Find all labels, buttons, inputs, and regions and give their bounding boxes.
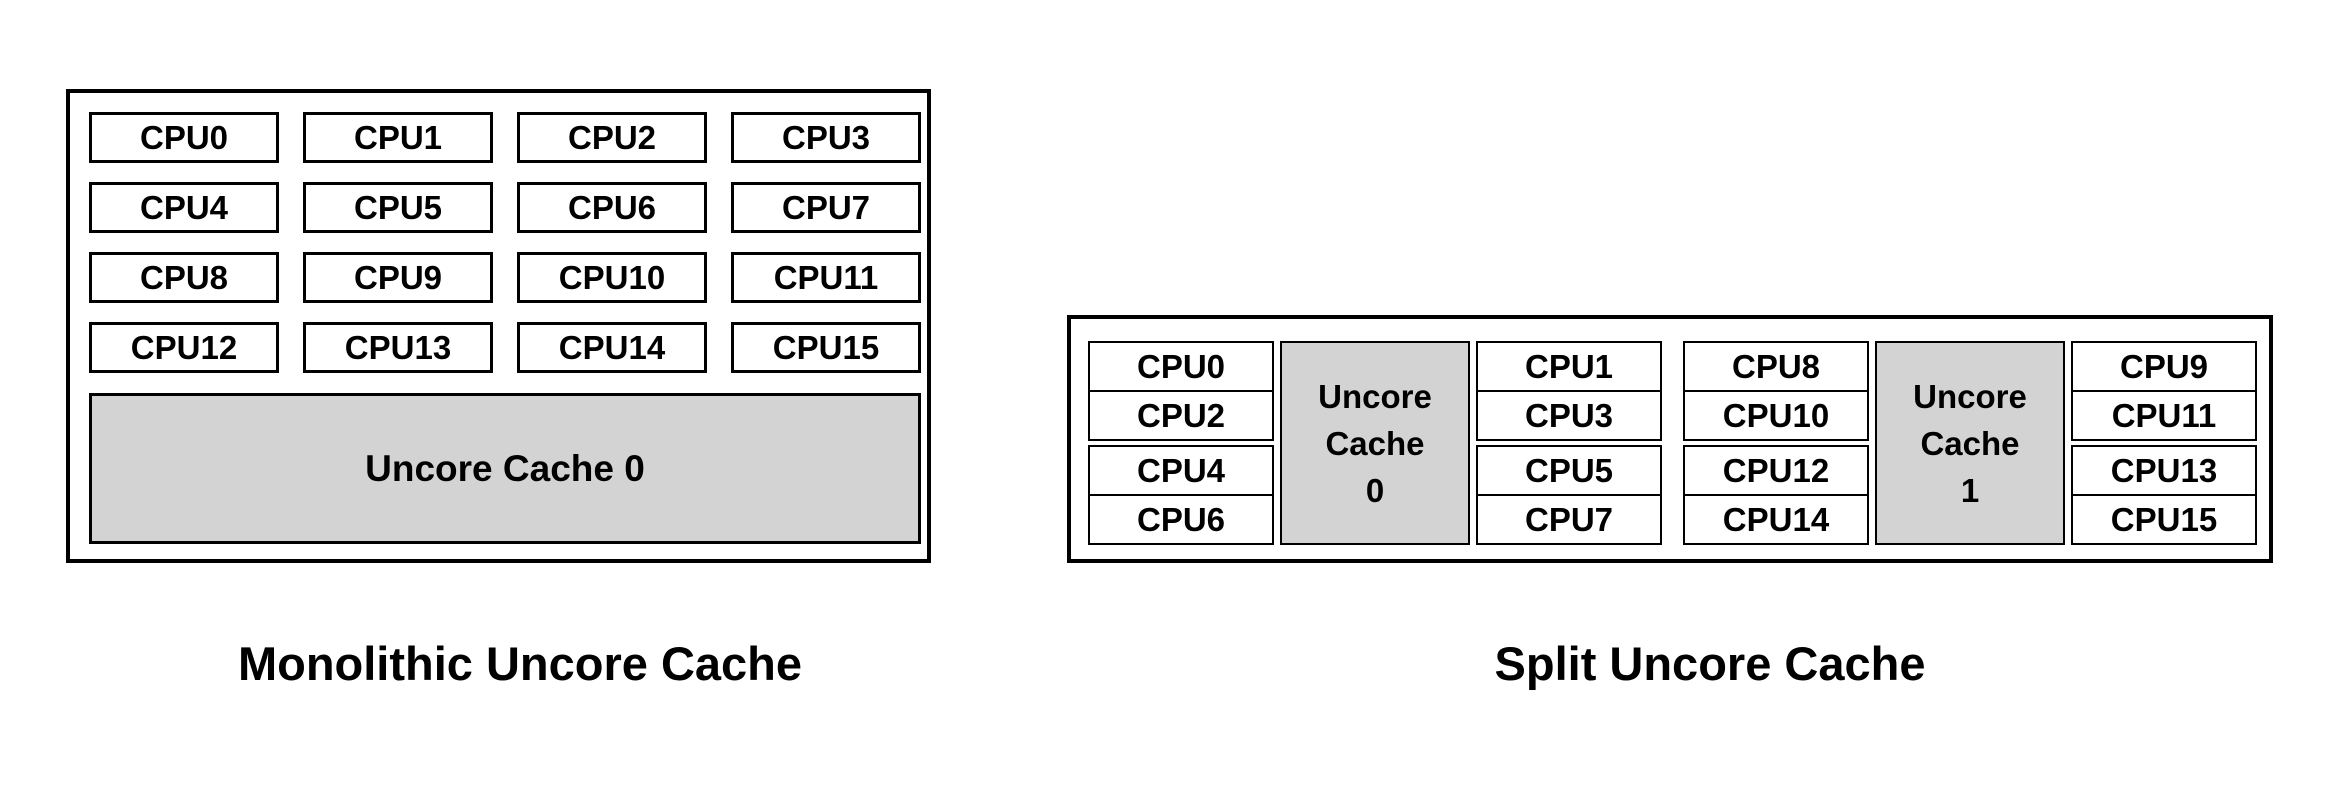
cpu-pair: CPU8 CPU10 (1683, 341, 1869, 441)
cpu-cell: CPU2 (1090, 390, 1272, 439)
cpu-cell: CPU5 (1524, 451, 1614, 489)
uncore-cache-1-box: Uncore Cache 1 (1875, 341, 2065, 545)
uncore-cache-0-box: Uncore Cache 0 (89, 393, 921, 544)
cpu-cell: CPU7 (1478, 494, 1660, 543)
cpu-box: CPU15 (731, 322, 921, 373)
cpu-box: CPU9 (303, 252, 493, 303)
cpu-cell: CPU0 (1136, 347, 1226, 385)
monolithic-caption: Monolithic Uncore Cache (237, 637, 803, 690)
split-caption: Split Uncore Cache (1494, 637, 1926, 690)
cpu-box: CPU0 (89, 112, 279, 163)
cpu-box: CPU13 (303, 322, 493, 373)
cpu-box: CPU10 (517, 252, 707, 303)
split-group-1: CPU8 CPU10 CPU12 CPU14 Uncore Cache 1 CP… (1683, 341, 2257, 545)
cpu-cell: CPU8 (1731, 347, 1821, 385)
cpu-pair: CPU5 CPU7 (1476, 445, 1662, 545)
cpu-box: CPU5 (303, 182, 493, 233)
cpu-box: CPU3 (731, 112, 921, 163)
cpu-cell: CPU3 (1478, 390, 1660, 439)
cpu-pair: CPU0 CPU2 (1088, 341, 1274, 441)
cpu-cell: CPU14 (1685, 494, 1867, 543)
cpu-box: CPU14 (517, 322, 707, 373)
cpu-box: CPU2 (517, 112, 707, 163)
cpu-cell: CPU12 (1722, 451, 1830, 489)
even-cpu-column: CPU0 CPU2 CPU4 CPU6 (1088, 341, 1274, 545)
cpu-pair: CPU9 CPU11 (2071, 341, 2257, 441)
cpu-box: CPU7 (731, 182, 921, 233)
cpu-box: CPU11 (731, 252, 921, 303)
cpu-cell: CPU6 (1090, 494, 1272, 543)
odd-cpu-column: CPU1 CPU3 CPU5 CPU7 (1476, 341, 1662, 545)
cpu-cell: CPU4 (1136, 451, 1226, 489)
cpu-cell: CPU15 (2073, 494, 2255, 543)
monolithic-cpu-grid: CPU0 CPU1 CPU2 CPU3 CPU4 CPU5 CPU6 CPU7 … (89, 112, 921, 373)
cpu-cell: CPU1 (1524, 347, 1614, 385)
cpu-pair: CPU4 CPU6 (1088, 445, 1274, 545)
cpu-pair: CPU1 CPU3 (1476, 341, 1662, 441)
cpu-box: CPU4 (89, 182, 279, 233)
cpu-cell: CPU10 (1685, 390, 1867, 439)
cpu-cell: CPU9 (2119, 347, 2209, 385)
cpu-box: CPU8 (89, 252, 279, 303)
uncore-cache-0-box: Uncore Cache 0 (1280, 341, 1470, 545)
even-cpu-column: CPU8 CPU10 CPU12 CPU14 (1683, 341, 1869, 545)
cpu-pair: CPU12 CPU14 (1683, 445, 1869, 545)
cpu-cell: CPU11 (2073, 390, 2255, 439)
split-group-0: CPU0 CPU2 CPU4 CPU6 Uncore Cache 0 CPU1 … (1088, 341, 1662, 545)
split-package-box: CPU0 CPU2 CPU4 CPU6 Uncore Cache 0 CPU1 … (1067, 315, 2273, 563)
cpu-cell: CPU13 (2110, 451, 2218, 489)
monolithic-package-box: CPU0 CPU1 CPU2 CPU3 CPU4 CPU5 CPU6 CPU7 … (66, 89, 931, 563)
cpu-box: CPU1 (303, 112, 493, 163)
cpu-box: CPU6 (517, 182, 707, 233)
cpu-box: CPU12 (89, 322, 279, 373)
cpu-pair: CPU13 CPU15 (2071, 445, 2257, 545)
odd-cpu-column: CPU9 CPU11 CPU13 CPU15 (2071, 341, 2257, 545)
